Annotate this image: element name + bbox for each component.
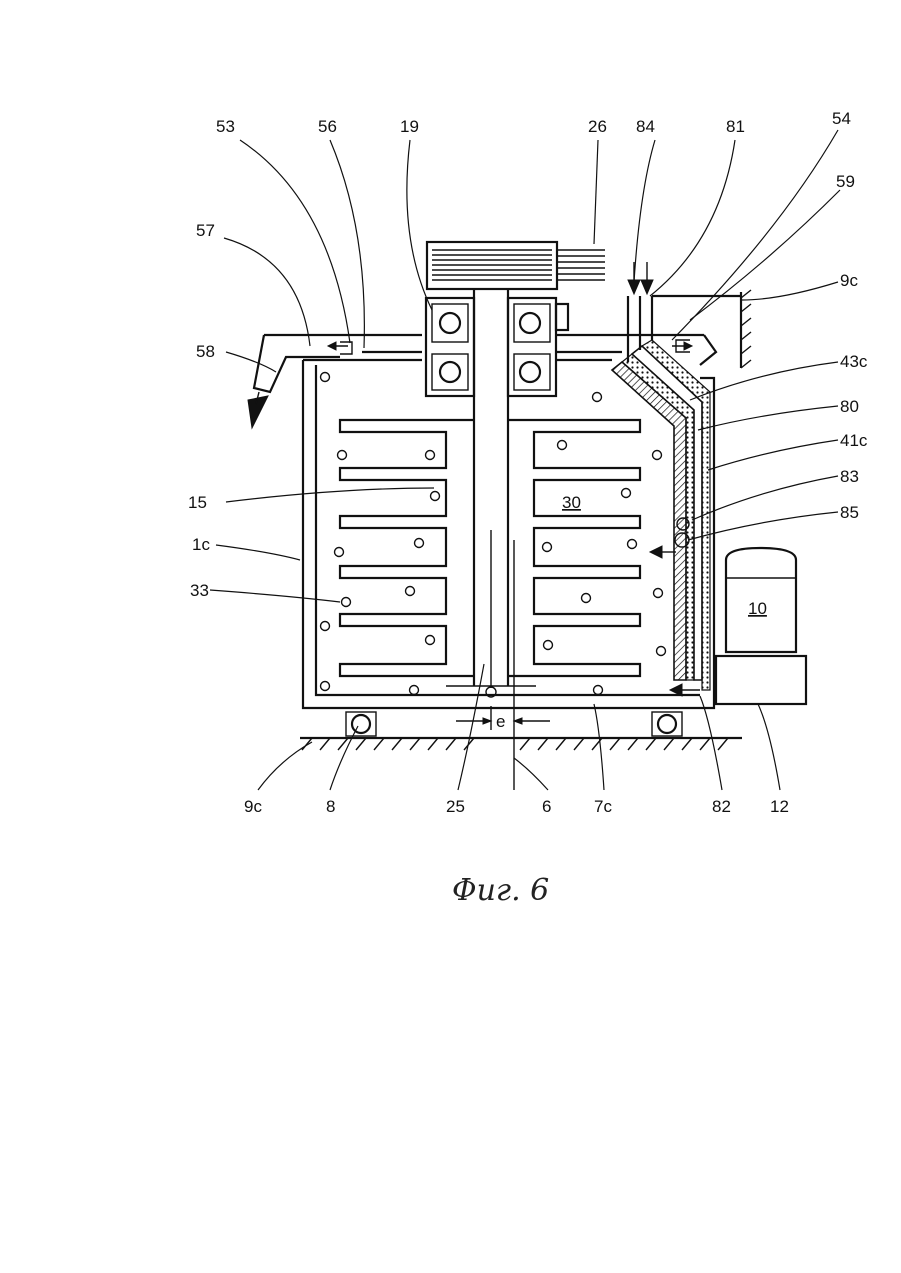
ground <box>300 738 742 750</box>
label-7c: 7c <box>594 797 612 816</box>
label-6: 6 <box>542 797 551 816</box>
label-9c-bottom: 9c <box>244 797 262 816</box>
reference-labels: 53 56 19 26 84 81 54 59 57 9c 58 43c 80 … <box>188 109 868 816</box>
label-30: 30 <box>562 493 581 512</box>
motor-base <box>716 656 806 704</box>
bearing-block <box>426 298 568 396</box>
label-26: 26 <box>588 117 607 136</box>
flow-arrow-59 <box>672 340 692 352</box>
label-57: 57 <box>196 221 215 240</box>
label-85: 85 <box>840 503 859 522</box>
flow-arrow-57 <box>328 342 348 350</box>
label-56: 56 <box>318 117 337 136</box>
agitator-arms-left <box>340 420 474 676</box>
label-10: 10 <box>748 599 767 618</box>
label-1c: 1c <box>192 535 210 554</box>
leader-lines <box>210 130 840 790</box>
label-59: 59 <box>836 172 855 191</box>
label-84: 84 <box>636 117 655 136</box>
label-33: 33 <box>190 581 209 600</box>
label-54: 54 <box>832 109 851 128</box>
label-58: 58 <box>196 342 215 361</box>
label-80: 80 <box>840 397 859 416</box>
label-9c-top: 9c <box>840 271 858 290</box>
label-83: 83 <box>840 467 859 486</box>
label-12: 12 <box>770 797 789 816</box>
label-81: 81 <box>726 117 745 136</box>
label-e: e <box>496 712 505 731</box>
drive-pulley <box>427 242 605 289</box>
label-19: 19 <box>400 117 419 136</box>
label-43c: 43c <box>840 352 868 371</box>
label-53: 53 <box>216 117 235 136</box>
label-41c: 41c <box>840 431 868 450</box>
figure-caption: Φиг. 6 <box>452 873 549 908</box>
label-8: 8 <box>326 797 335 816</box>
label-15: 15 <box>188 493 207 512</box>
support-wheel-right <box>652 712 682 736</box>
support-wheel-left <box>346 712 376 736</box>
label-25: 25 <box>446 797 465 816</box>
label-82: 82 <box>712 797 731 816</box>
agitator-arms-right <box>508 420 640 676</box>
flow-arrow-into-chamber <box>650 546 676 558</box>
